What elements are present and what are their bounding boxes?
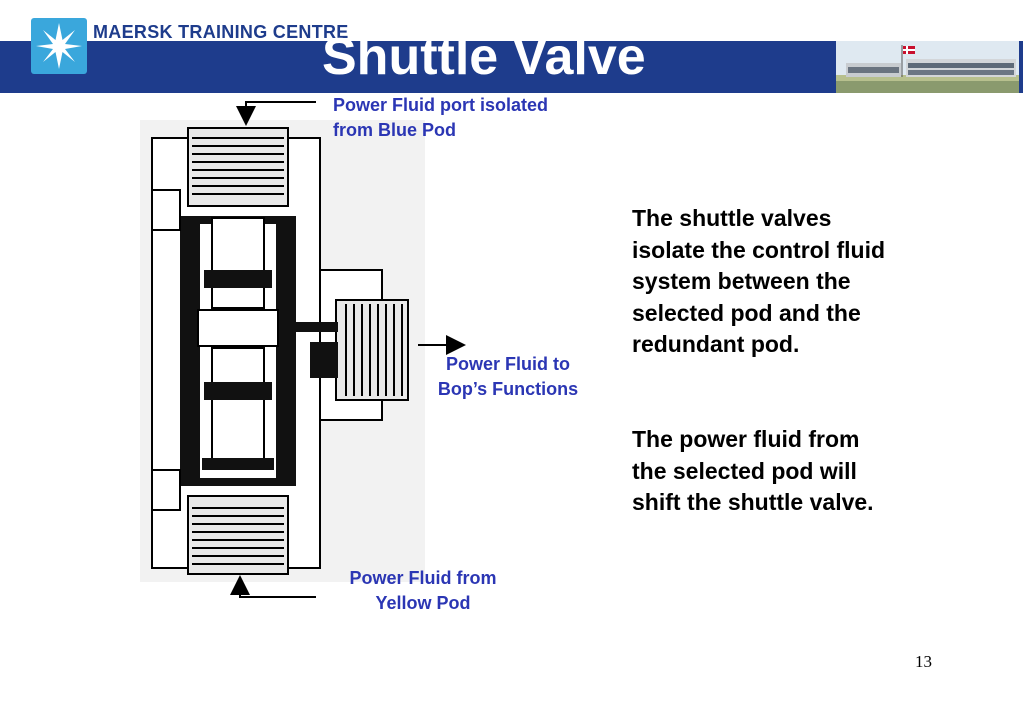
- page-number: 13: [915, 652, 932, 671]
- text-line: The power fluid from: [632, 426, 860, 452]
- callout-top-line1: Power Fluid port isolated: [333, 95, 549, 115]
- text-line: shift the shuttle valve.: [632, 489, 874, 515]
- callout-side-line2: Bop’s Functions: [437, 379, 579, 399]
- text-line: redundant pod.: [632, 331, 800, 357]
- text-line: selected pod and the: [632, 299, 861, 326]
- text-line: the selected pod will: [632, 457, 857, 484]
- shuttle-valve-diagram: [140, 120, 425, 582]
- page-title: Shuttle Valve: [322, 28, 646, 86]
- maersk-star-logo: [31, 18, 87, 74]
- callout-bottom-line1: Power Fluid from: [349, 568, 497, 588]
- callout-top-line2: from Blue Pod: [333, 120, 457, 140]
- text-line: The shuttle valves: [632, 205, 832, 231]
- callout-bottom-line2: Yellow Pod: [375, 593, 471, 613]
- header-top-strip: [0, 0, 1023, 41]
- body-paragraph-1: The shuttle valves isolate the control f…: [632, 203, 885, 361]
- callout-bottom: Power Fluid from Yellow Pod: [331, 566, 515, 616]
- building-photo: [836, 41, 1019, 93]
- text-line: isolate the control fluid: [632, 236, 886, 263]
- brand-name: MAERSK TRAINING CENTRE: [93, 22, 349, 42]
- text-line: system between the: [632, 268, 851, 294]
- callout-top: Power Fluid port isolated from Blue Pod: [333, 93, 548, 143]
- callout-side: Power Fluid to Bop’s Functions: [425, 352, 591, 402]
- star-icon: [36, 23, 82, 69]
- callout-side-line1: Power Fluid to: [446, 354, 570, 374]
- body-paragraph-2: The power fluid from the selected pod wi…: [632, 424, 874, 519]
